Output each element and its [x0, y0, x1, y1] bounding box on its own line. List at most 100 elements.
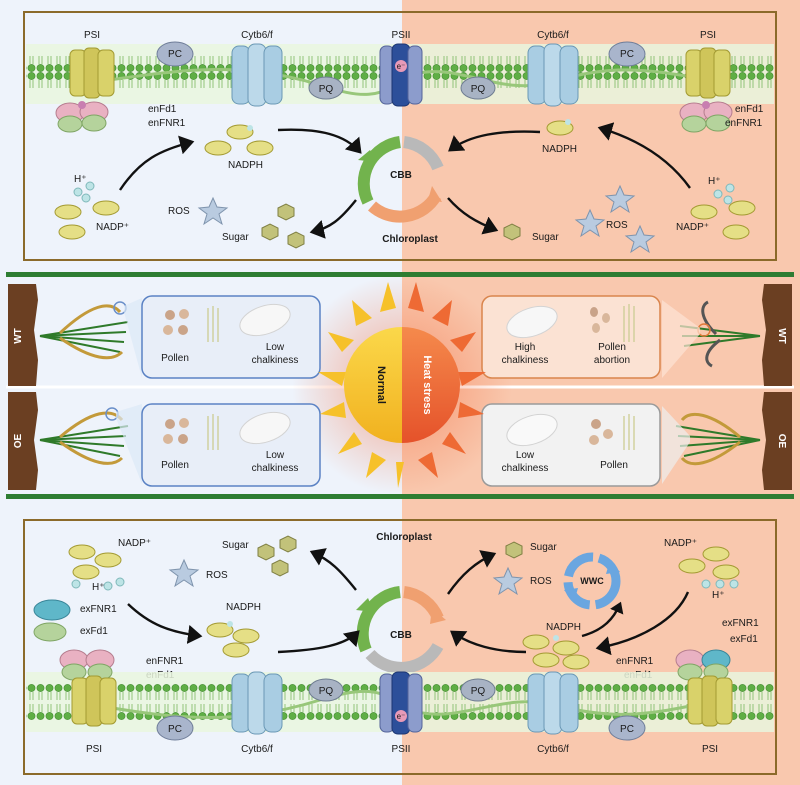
pollen-grains-wt-heat — [590, 307, 610, 333]
grain-icon-wt-heat — [506, 305, 558, 339]
label-wt-right: WT — [776, 328, 787, 344]
bottom-cytb-right — [527, 671, 579, 735]
bottom-sugar-right-icon — [505, 541, 523, 559]
top-arrow-cbb-to-sugar-left — [309, 199, 357, 239]
bottom-exfnr1-left: exFNR1 — [80, 604, 117, 615]
top-cytb-right — [527, 43, 579, 107]
top-pc-left-label: PC — [168, 49, 182, 60]
top-enfd1-right: enFd1 — [735, 104, 764, 115]
bottom-arrow-nadp-to-nadph-right — [595, 591, 690, 656]
bottom-nadph-left-molecules — [206, 621, 260, 658]
bottom-ros-right-icon — [492, 566, 524, 596]
bottom-panel: NADP⁺ H⁺ Sugar ROS Chloroplast exFNR1 ex… — [23, 519, 777, 775]
bottom-arrow-nadph-to-wwc — [581, 601, 624, 638]
bottom-psi-left — [59, 649, 117, 727]
bottom-nadp-right-molecules — [678, 546, 740, 589]
soil-wt-left — [8, 284, 38, 386]
sun-normal-half — [344, 327, 402, 443]
middle-bottom-band — [6, 494, 794, 499]
bottom-psii — [379, 671, 423, 735]
top-cytb-right-label: Cytb6/f — [537, 30, 569, 41]
bottom-pc-left — [156, 715, 194, 741]
top-nadp-left: NADP⁺ — [96, 222, 129, 233]
wt-heat-chalk-1: High — [515, 342, 536, 353]
heat-stress-label: Heat stress — [421, 355, 433, 414]
grain-icon-wt-normal — [239, 303, 291, 337]
label-oe-right: OE — [776, 434, 787, 449]
top-sugar-left-icons — [261, 203, 305, 249]
top-pc-left — [156, 41, 194, 67]
soil-wt-right — [762, 284, 792, 386]
bottom-cbb-cycle — [356, 586, 446, 674]
top-enfnr1-right: enFNR1 — [725, 118, 763, 129]
bottom-exfnr1-right: exFNR1 — [722, 618, 759, 629]
top-pq-left — [308, 76, 344, 100]
sun-rays-heat — [408, 282, 486, 478]
top-sugar-right-label: Sugar — [532, 232, 559, 243]
top-sugar-left-label: Sugar — [222, 232, 249, 243]
bottom-psii-label: PSII — [392, 744, 411, 755]
sun-rays-normal — [318, 282, 404, 488]
top-sugar-right-icon — [503, 223, 521, 241]
pollen-grains-oe-heat — [589, 419, 613, 445]
rice-plant-wt-right — [679, 300, 761, 368]
bottom-nadp-left-molecules — [68, 544, 125, 591]
bottom-nadp-right: NADP⁺ — [664, 538, 697, 549]
wt-normal-chalk-1: Low — [266, 342, 285, 353]
top-psi-right-label: PSI — [700, 30, 716, 41]
top-pc-right-label: PC — [620, 49, 634, 60]
bottom-ros-left-icon — [168, 558, 200, 588]
oe-heat-pollen: Pollen — [600, 460, 628, 471]
top-nadph-left-label: NADPH — [228, 160, 263, 171]
bottom-arrow-nadph-to-cbb-left — [277, 630, 360, 654]
top-enfd1-left: enFd1 — [148, 104, 177, 115]
top-hplus-right: H⁺ — [708, 176, 721, 187]
top-psi-right — [679, 47, 733, 133]
soil-oe-right — [762, 392, 792, 490]
oe-normal-pollen: Pollen — [161, 460, 189, 471]
zoom-cone-oe-left — [116, 404, 142, 484]
bottom-nadph-right-label: NADPH — [546, 622, 581, 633]
middle-panel: WT OE WT OE — [6, 272, 794, 499]
bottom-nadp-left: NADP⁺ — [118, 538, 151, 549]
bottom-sugar-right-label: Sugar — [530, 542, 557, 553]
bottom-hplus-left: H⁺ — [92, 582, 105, 593]
top-pq-right-label: PQ — [471, 84, 486, 95]
pollen-grains-oe-normal — [163, 418, 189, 444]
wt-normal-pollen: Pollen — [161, 353, 189, 364]
bottom-arrow-nadph-to-cbb-right — [450, 630, 527, 654]
bottom-cytb-left-label: Cytb6/f — [241, 744, 273, 755]
top-cytb-left — [231, 43, 283, 107]
top-ros-right-label: ROS — [606, 220, 628, 231]
top-electron-label: e⁻ — [397, 62, 406, 71]
top-psii — [379, 43, 423, 107]
bottom-pc-right-label: PC — [620, 724, 634, 735]
bottom-pc-left-label: PC — [168, 724, 182, 735]
bottom-psi-right-label: PSI — [702, 744, 718, 755]
rice-plant-oe-right — [675, 412, 761, 466]
top-hplus-left: H⁺ — [74, 174, 87, 185]
top-arrow-cbb-to-sugar-right — [447, 197, 499, 235]
wt-heat-chalk-2: chalkiness — [502, 355, 549, 366]
top-ros-right-icons — [574, 184, 656, 254]
top-enfnr1-left: enFNR1 — [148, 118, 186, 129]
top-nadph-right-label: NADPH — [542, 144, 577, 155]
top-pq-right — [460, 76, 496, 100]
top-chloroplast-label: Chloroplast — [382, 234, 438, 245]
top-ros-left-label: ROS — [168, 206, 190, 217]
bottom-cytb-left — [231, 671, 283, 735]
normal-label: Normal — [375, 366, 387, 404]
top-frame — [23, 11, 777, 261]
wwc-cycle — [563, 552, 621, 610]
top-hplus-right-molecules — [690, 183, 756, 240]
bottom-chloroplast-label: Chloroplast — [376, 532, 432, 543]
bottom-pq-left-label: PQ — [319, 686, 334, 697]
anther-icon-wt-normal — [207, 306, 219, 342]
bottom-frame — [23, 519, 777, 775]
oe-heat-chalk-1: Low — [516, 450, 535, 461]
oe-heat-chalk-2: chalkiness — [502, 463, 549, 474]
bottom-sugar-left-label: Sugar — [222, 540, 249, 551]
bottom-pq-right — [460, 678, 496, 702]
